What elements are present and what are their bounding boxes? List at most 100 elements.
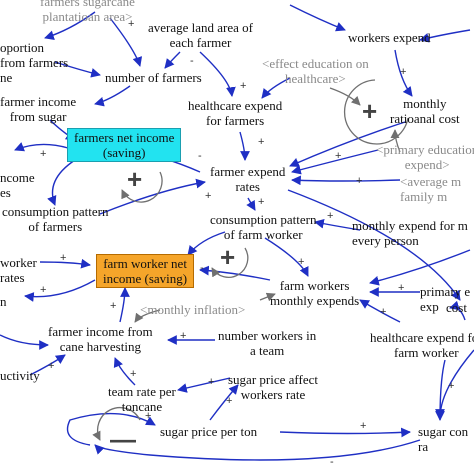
arrow-healthcare-worker-to-sugar-con bbox=[435, 359, 446, 421]
polarity-7: + bbox=[356, 175, 363, 187]
node-team-rate-per-toncane: team rate per toncane bbox=[108, 384, 176, 414]
arrow-primary-to-farmer-expend bbox=[291, 149, 379, 175]
node-farmer-income-from-sugar: farmer income from sugar bbox=[0, 94, 77, 124]
arrow-consumption-worker-to-farm-workers bbox=[264, 237, 309, 277]
arrow-number-farmers-to-income-sugar bbox=[94, 85, 131, 107]
loop-sign-plus-2: + bbox=[127, 164, 143, 194]
node-consumption-pattern-worker: consumption pattern of farm worker bbox=[210, 212, 317, 242]
polarity-13: - bbox=[200, 262, 204, 274]
node-monthly-rational-cost: monthly ratioanal cost bbox=[390, 96, 460, 126]
node-sugar-price-affect: sugar price affect workers rate bbox=[228, 372, 318, 402]
polarity-11: + bbox=[258, 196, 265, 208]
polarity-19: + bbox=[110, 300, 117, 312]
arrow-farm-workers-to-net-income bbox=[199, 265, 271, 281]
arrow-effect-to-monthly-cost bbox=[329, 87, 361, 106]
node-healthcare-farm-worker: healthcare expend for farm worker bbox=[370, 330, 474, 360]
polarity-4: + bbox=[400, 66, 407, 78]
node-healthcare-expend-farmers: healthcare expend for farmers bbox=[188, 98, 283, 128]
polarity-26: - bbox=[330, 456, 334, 468]
polarity-14: + bbox=[60, 252, 67, 264]
polarity-17: + bbox=[398, 282, 405, 294]
arrow-proportion-to-number-farmers bbox=[54, 61, 101, 78]
node-farmer-expend-rates: farmer expend rates bbox=[210, 164, 286, 194]
node-cost-right: cost bbox=[446, 300, 467, 315]
arrow-right-to-workers-expend bbox=[419, 29, 471, 43]
arrow-farmer-expend-to-consumption-worker bbox=[246, 197, 256, 211]
node-average-land-area: average land area of each farmer bbox=[148, 20, 254, 50]
node-monthly-expend-person: monthly expend for m every person bbox=[352, 218, 468, 248]
node-workers-expend: workers expend bbox=[348, 30, 431, 45]
arrow-primary-to-monthly-cost bbox=[390, 129, 401, 153]
polarity-1: + bbox=[128, 18, 135, 30]
arrow-monthly-person-to-healthcare-worker bbox=[449, 300, 466, 321]
polarity-10: + bbox=[205, 190, 212, 202]
arrow-monthly-cost-to-farmer-expend bbox=[289, 121, 406, 167]
polarity-2: - bbox=[190, 55, 194, 67]
polarity-15: + bbox=[40, 284, 47, 296]
loop-sign-plus-1: + bbox=[362, 96, 378, 126]
node-worker-rates-left: worker rates bbox=[0, 255, 37, 285]
polarity-21: + bbox=[48, 360, 55, 372]
node-monthly-inflation: <monthly inflation> bbox=[140, 302, 246, 317]
arrow-landarea-to-number-farmers bbox=[164, 51, 181, 69]
arrow-healthcare-to-farmer-expend bbox=[239, 131, 250, 161]
arrow-sugar-con-to-price bbox=[94, 439, 421, 461]
polarity-6: + bbox=[335, 150, 342, 162]
node-income-left: ncome es bbox=[0, 170, 35, 200]
node-farmer-income-cane: farmer income from cane harvesting bbox=[48, 324, 153, 354]
arrow-right-to-farm-workers bbox=[369, 249, 471, 286]
node-primary-right: primary e exp bbox=[420, 284, 471, 314]
node-proportion-from-farmers: oportion from farmers ne bbox=[0, 40, 69, 85]
arrow-family-to-farmer-expend bbox=[291, 175, 401, 186]
node-farmers-sugarcane-area: farmers sugarcane plantatioan area> bbox=[40, 0, 135, 24]
arrow-affect-to-team-rate bbox=[177, 377, 231, 393]
arrow-top-to-workers-expend bbox=[289, 4, 346, 32]
node-left-n: n bbox=[0, 294, 7, 309]
polarity-16: + bbox=[298, 256, 305, 268]
arrow-consumption-to-farmer-expend bbox=[99, 178, 206, 215]
arrow-workers-expend-to-monthly-cost bbox=[394, 49, 413, 97]
loop-sugar-price bbox=[92, 407, 141, 441]
polarity-28: + bbox=[448, 380, 455, 392]
arrow-left-loop-to-price bbox=[66, 412, 156, 446]
polarity-9: + bbox=[40, 148, 47, 160]
polarity-18: + bbox=[380, 306, 387, 318]
loop-sign-minus: — bbox=[110, 424, 136, 454]
polarity-24: + bbox=[226, 395, 233, 407]
arrow-inflation-to-farm-workers bbox=[259, 292, 276, 302]
arrow-landarea-to-healthcare bbox=[199, 51, 236, 97]
node-consumption-pattern-farmers: consumption pattern of farmers bbox=[2, 204, 109, 234]
arrow-price-to-sugar-con bbox=[279, 427, 411, 438]
node-sugar-con: sugar con ra bbox=[418, 424, 469, 454]
arrow-left-to-income-cane bbox=[0, 334, 49, 350]
node-sugar-price-per-ton: sugar price per ton bbox=[160, 424, 258, 439]
arrow-net-income-to-left bbox=[14, 142, 69, 152]
node-primary-education-expend: <primary education expend> bbox=[376, 142, 474, 172]
polarity-25: + bbox=[360, 420, 367, 432]
polarity-12: + bbox=[327, 210, 334, 222]
arrow-income-cane-to-worker-net bbox=[119, 287, 130, 323]
arrow-workers-left-to-worker-net bbox=[39, 258, 91, 269]
arrow-farmer-expend-to-farm-workers bbox=[287, 189, 461, 301]
node-farm-worker-net-income: farm worker net income (saving) bbox=[96, 254, 195, 288]
polarity-3: + bbox=[240, 80, 247, 92]
arrow-team-rate-to-income-cane bbox=[113, 357, 136, 386]
arrow-healthcare-worker-to-farm-workers bbox=[359, 299, 401, 323]
node-farmers-net-income: farmers net income (saving) bbox=[67, 128, 182, 162]
polarity-27: + bbox=[145, 410, 152, 422]
loop-sign-plus-3: + bbox=[220, 242, 236, 272]
arrow-monthly-person-to-consumption-worker bbox=[314, 218, 361, 231]
arrow-effect-to-healthcare bbox=[261, 77, 291, 99]
polarity-5: + bbox=[258, 136, 265, 148]
arrow-productivity-to-income-cane bbox=[29, 354, 66, 376]
node-productivity: uctivity bbox=[0, 368, 40, 383]
polarity-22: + bbox=[130, 368, 137, 380]
arrow-area-to-number-farmers bbox=[109, 17, 143, 67]
node-average-family-member: <average m family m bbox=[400, 174, 462, 204]
arrow-consumption-worker-to-net-income bbox=[187, 231, 226, 256]
loop-net-income bbox=[121, 171, 163, 203]
loop-worker-net bbox=[211, 247, 249, 278]
node-number-of-farmers: number of farmers bbox=[105, 70, 202, 85]
